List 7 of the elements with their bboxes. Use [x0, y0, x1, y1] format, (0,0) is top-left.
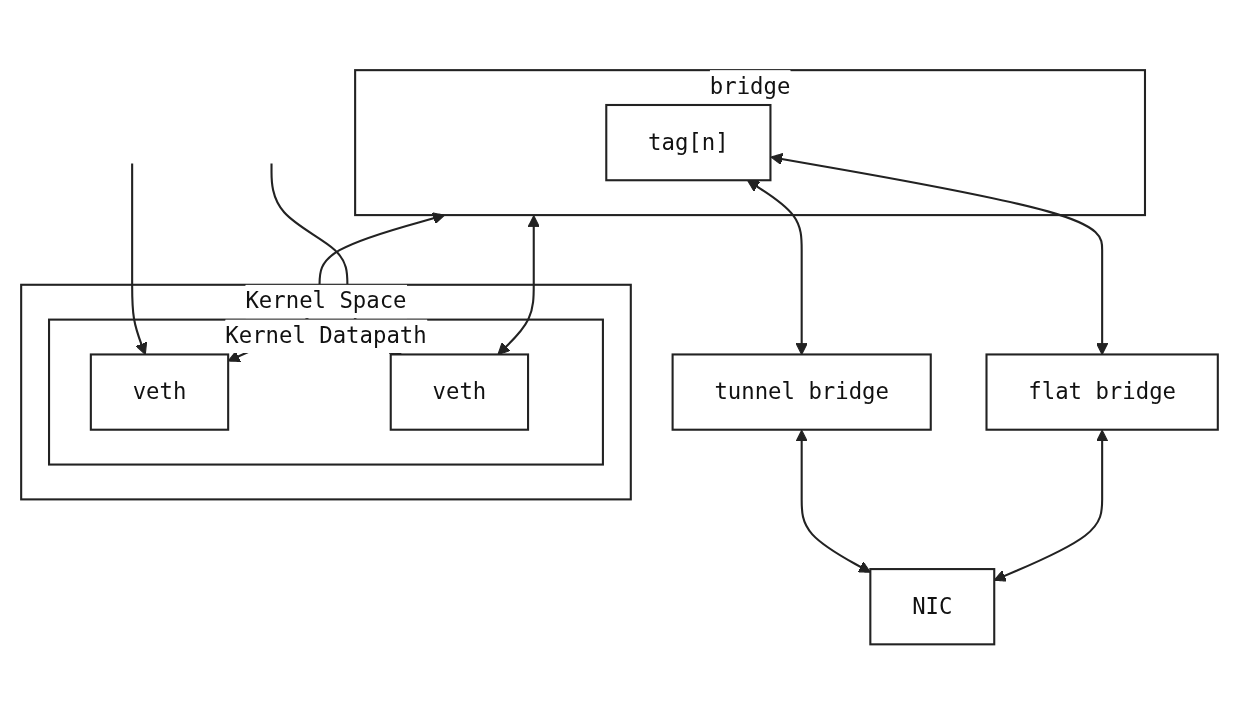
node-box: tunnel bridge — [671, 353, 932, 431]
node-box: flat bridge — [985, 353, 1219, 431]
node-box: tag[n] — [605, 104, 772, 182]
node-box: veth — [89, 353, 230, 431]
arrow — [795, 429, 871, 574]
node-box: NIC — [869, 568, 996, 646]
node-box: veth — [389, 353, 530, 431]
